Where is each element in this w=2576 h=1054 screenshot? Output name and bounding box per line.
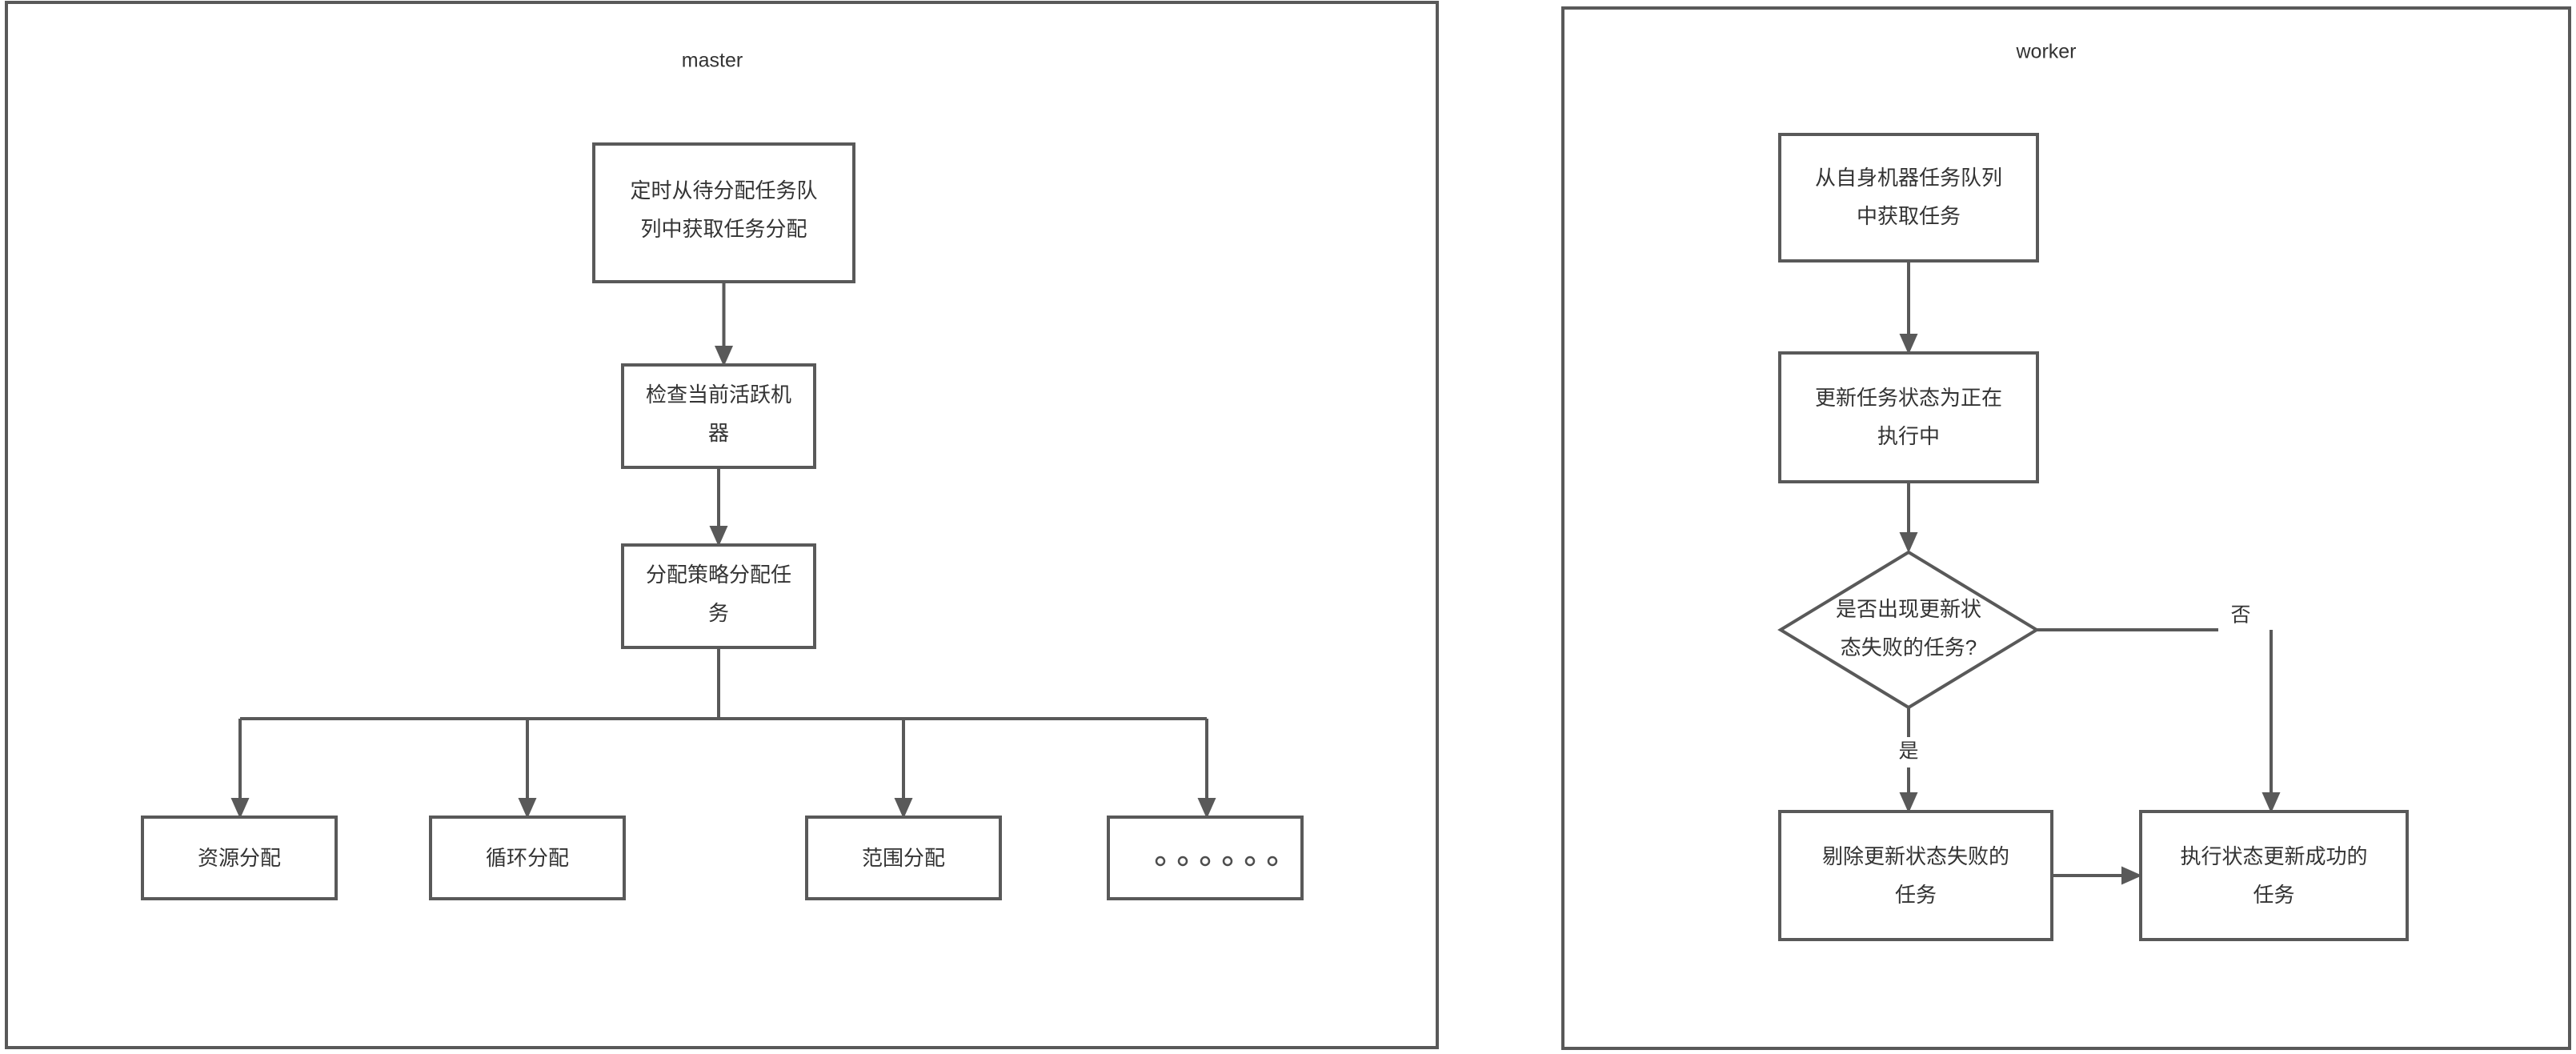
node-w3-label-line2: 态失败的任务? [1841, 635, 1977, 659]
edge-m3-m6 [894, 719, 913, 819]
edge-m3-m5-arrowhead [518, 798, 537, 819]
node-w4[interactable]: 剔除更新状态失败的 任务 [1778, 810, 2053, 941]
node-w1-box [1778, 133, 2039, 262]
edge-m3-m4 [230, 719, 250, 819]
node-w2-label-line1: 更新任务状态为正在 [1815, 386, 2002, 410]
node-m2-label-line2: 器 [708, 421, 729, 445]
edge-label-no: 否 [2230, 604, 2250, 627]
panel-worker-title: worker [2015, 41, 2076, 63]
ellipsis-dots-icon [1155, 856, 1278, 867]
node-w2-box [1778, 351, 2039, 483]
panel-worker[interactable]: worker [1561, 6, 2571, 1050]
node-m5-box [429, 816, 626, 900]
panel-worker-border [1561, 6, 2571, 1050]
edge-w4-w5 [2052, 866, 2142, 885]
edge-w3-w4-yes: 是 [1889, 707, 1929, 813]
edge-w1-w2 [1899, 261, 1918, 355]
node-w5-label-line2: 任务 [2253, 883, 2294, 907]
edge-w4-w5-arrowhead [2121, 866, 2142, 885]
node-w1-label-line1: 从自身机器任务队列 [1815, 166, 2002, 190]
node-w5-label-line1: 执行状态更新成功的 [2180, 844, 2367, 868]
node-m2-label-line1: 检查当前活跃机 [646, 383, 791, 407]
edge-w3-w5-arrowhead [2262, 792, 2281, 813]
node-m1-label-line1: 定时从待分配任务队 [630, 178, 817, 202]
node-m3-label-line2: 务 [708, 601, 729, 625]
edge-m3-m6-arrowhead [894, 798, 913, 819]
node-m2-box [621, 363, 816, 469]
edge-m3-m7 [1197, 719, 1216, 819]
node-m5-label: 循环分配 [486, 846, 569, 870]
edge-w1-w2-arrowhead [1899, 334, 1918, 355]
node-w1-label-line2: 中获取任务 [1857, 204, 1961, 228]
node-w4-box [1778, 810, 2053, 941]
edge-m3-fanout-bus [240, 647, 1207, 720]
node-m3-label-line1: 分配策略分配任 [646, 563, 791, 587]
edge-m1-m2-arrowhead [715, 346, 733, 367]
node-m3[interactable]: 分配策略分配任 务 [621, 543, 816, 649]
edge-m3-m7-arrowhead [1197, 798, 1216, 819]
node-m5[interactable]: 循环分配 [429, 816, 626, 900]
node-m6[interactable]: 范围分配 [805, 816, 1002, 900]
node-m4-box [141, 816, 338, 900]
edge-w3-w5-no: 否 [2037, 604, 2281, 813]
edge-m1-m2 [715, 282, 733, 367]
node-m3-box [621, 543, 816, 649]
edge-m2-m3 [709, 467, 728, 547]
node-w1[interactable]: 从自身机器任务队列 中获取任务 [1778, 133, 2039, 262]
node-w4-label-line2: 任务 [1895, 883, 1937, 907]
node-m6-box [805, 816, 1002, 900]
node-m6-label: 范围分配 [862, 846, 945, 870]
node-m1-label-line2: 列中获取任务分配 [640, 217, 807, 241]
node-m1-box [592, 142, 855, 283]
edge-w3-w5-line [2037, 628, 2273, 801]
node-w3-label-line1: 是否出现更新状 [1836, 597, 1981, 621]
edge-w2-w3-arrowhead [1899, 532, 1918, 553]
edge-w3-w4-arrowhead [1899, 792, 1918, 813]
node-m4-label: 资源分配 [198, 846, 281, 870]
node-w5[interactable]: 执行状态更新成功的 任务 [2139, 810, 2409, 941]
edge-w2-w3 [1899, 482, 1918, 553]
edge-label-no-bg [2218, 615, 2263, 645]
node-w2-label-line2: 执行中 [1877, 424, 1940, 448]
node-m2[interactable]: 检查当前活跃机 器 [621, 363, 816, 469]
node-m1[interactable]: 定时从待分配任务队 列中获取任务分配 [592, 142, 855, 283]
node-m7-ellipsis[interactable] [1107, 816, 1304, 900]
edge-m3-m5 [518, 719, 537, 819]
node-w4-label-line1: 剔除更新状态失败的 [1822, 844, 2009, 868]
edge-m2-m3-arrowhead [709, 526, 728, 547]
edge-m3-m4-arrowhead [230, 798, 250, 819]
node-w2[interactable]: 更新任务状态为正在 执行中 [1778, 351, 2039, 483]
node-m4[interactable]: 资源分配 [141, 816, 338, 900]
panel-master-title: master [682, 50, 743, 72]
edge-label-yes: 是 [1898, 740, 1918, 763]
node-w3-decision[interactable]: 是否出现更新状 态失败的任务? [1777, 550, 2040, 710]
node-w5-box [2139, 810, 2409, 941]
edge-label-yes-bg [1889, 737, 1929, 767]
